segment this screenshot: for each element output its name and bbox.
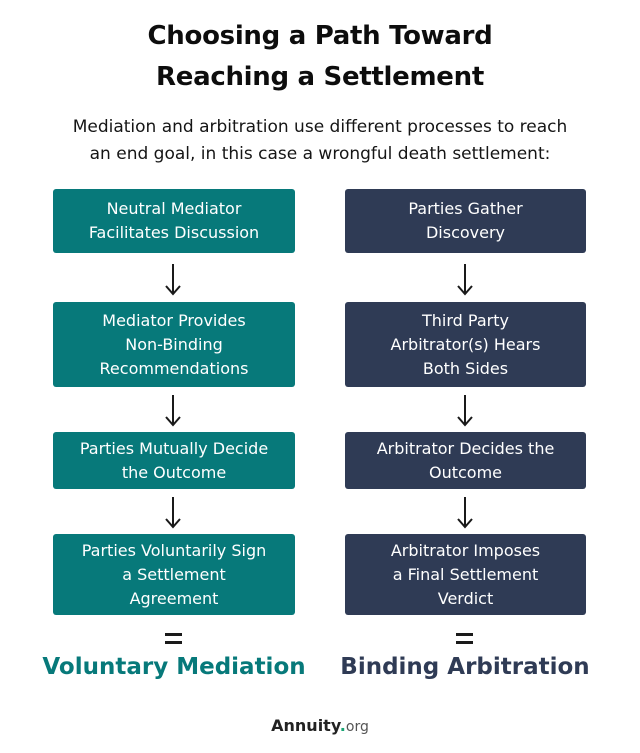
step-text-line: Arbitrator Imposes — [390, 540, 541, 560]
mediation-result: Voluntary Mediation — [42, 654, 306, 680]
arbitration-step-1: Parties Gather Discovery — [345, 189, 586, 253]
arrow-down-icon — [165, 395, 181, 427]
arbitration-step-4: Arbitrator Imposes a Final Settlement Ve… — [345, 534, 586, 615]
step-text-line: Verdict — [437, 588, 494, 608]
step-text-line: a Final Settlement — [392, 564, 539, 584]
logo-dot: . — [339, 716, 346, 735]
arbitration-step-2: Third Party Arbitrator(s) Hears Both Sid… — [345, 302, 586, 387]
step-text-line: Non-Binding — [125, 334, 223, 354]
step-text-line: Mediator Provides — [102, 310, 246, 330]
arrow-down-icon — [457, 497, 473, 529]
mediation-step-1: Neutral Mediator Facilitates Discussion — [53, 189, 295, 253]
intro-text: Mediation and arbitration use different … — [40, 114, 600, 168]
logo-tld: org — [345, 719, 369, 735]
step-text-line: Both Sides — [422, 358, 509, 378]
equals-icon — [445, 630, 485, 650]
step-text-line: Parties Gather — [408, 199, 523, 218]
step-text-line: Parties Voluntarily Sign — [81, 540, 267, 560]
logo-brand: Annuity — [271, 716, 340, 735]
step-text-line: Outcome — [428, 462, 503, 482]
arrow-down-icon — [457, 264, 473, 296]
mediation-step-2: Mediator Provides Non-Binding Recommenda… — [53, 302, 295, 387]
step-text-line: Discovery — [425, 223, 506, 242]
mediation-step-3: Parties Mutually Decide the Outcome — [53, 432, 295, 489]
title-line-1: Choosing a Path Toward — [147, 21, 493, 51]
intro-line-1: Mediation and arbitration use different … — [72, 117, 568, 137]
intro-line-2: an end goal, in this case a wrongful dea… — [89, 144, 551, 164]
step-text-line: a Settlement — [122, 564, 226, 584]
step-text-line: Arbitrator Decides the — [376, 438, 555, 458]
step-text-line: Facilitates Discussion — [88, 223, 260, 242]
step-text-line: Agreement — [129, 588, 219, 608]
step-text-line: Neutral Mediator — [106, 199, 242, 218]
step-text-line: Arbitrator(s) Hears — [390, 334, 541, 354]
step-text-line: the Outcome — [121, 462, 227, 482]
arrow-down-icon — [165, 264, 181, 296]
arbitration-step-3: Arbitrator Decides the Outcome — [345, 432, 586, 489]
step-text-line: Third Party — [422, 310, 509, 330]
step-text-line: Recommendations — [99, 358, 249, 378]
mediation-step-4: Parties Voluntarily Sign a Settlement Ag… — [53, 534, 295, 615]
page-title: Choosing a Path Toward Reaching a Settle… — [0, 16, 640, 98]
arrow-down-icon — [457, 395, 473, 427]
arbitration-result: Binding Arbitration — [340, 654, 590, 680]
brand-logo: Annuity.org — [0, 716, 640, 735]
step-text-line: Parties Mutually Decide — [79, 438, 269, 458]
equals-icon — [154, 630, 194, 650]
title-line-2: Reaching a Settlement — [156, 62, 484, 92]
arrow-down-icon — [165, 497, 181, 529]
